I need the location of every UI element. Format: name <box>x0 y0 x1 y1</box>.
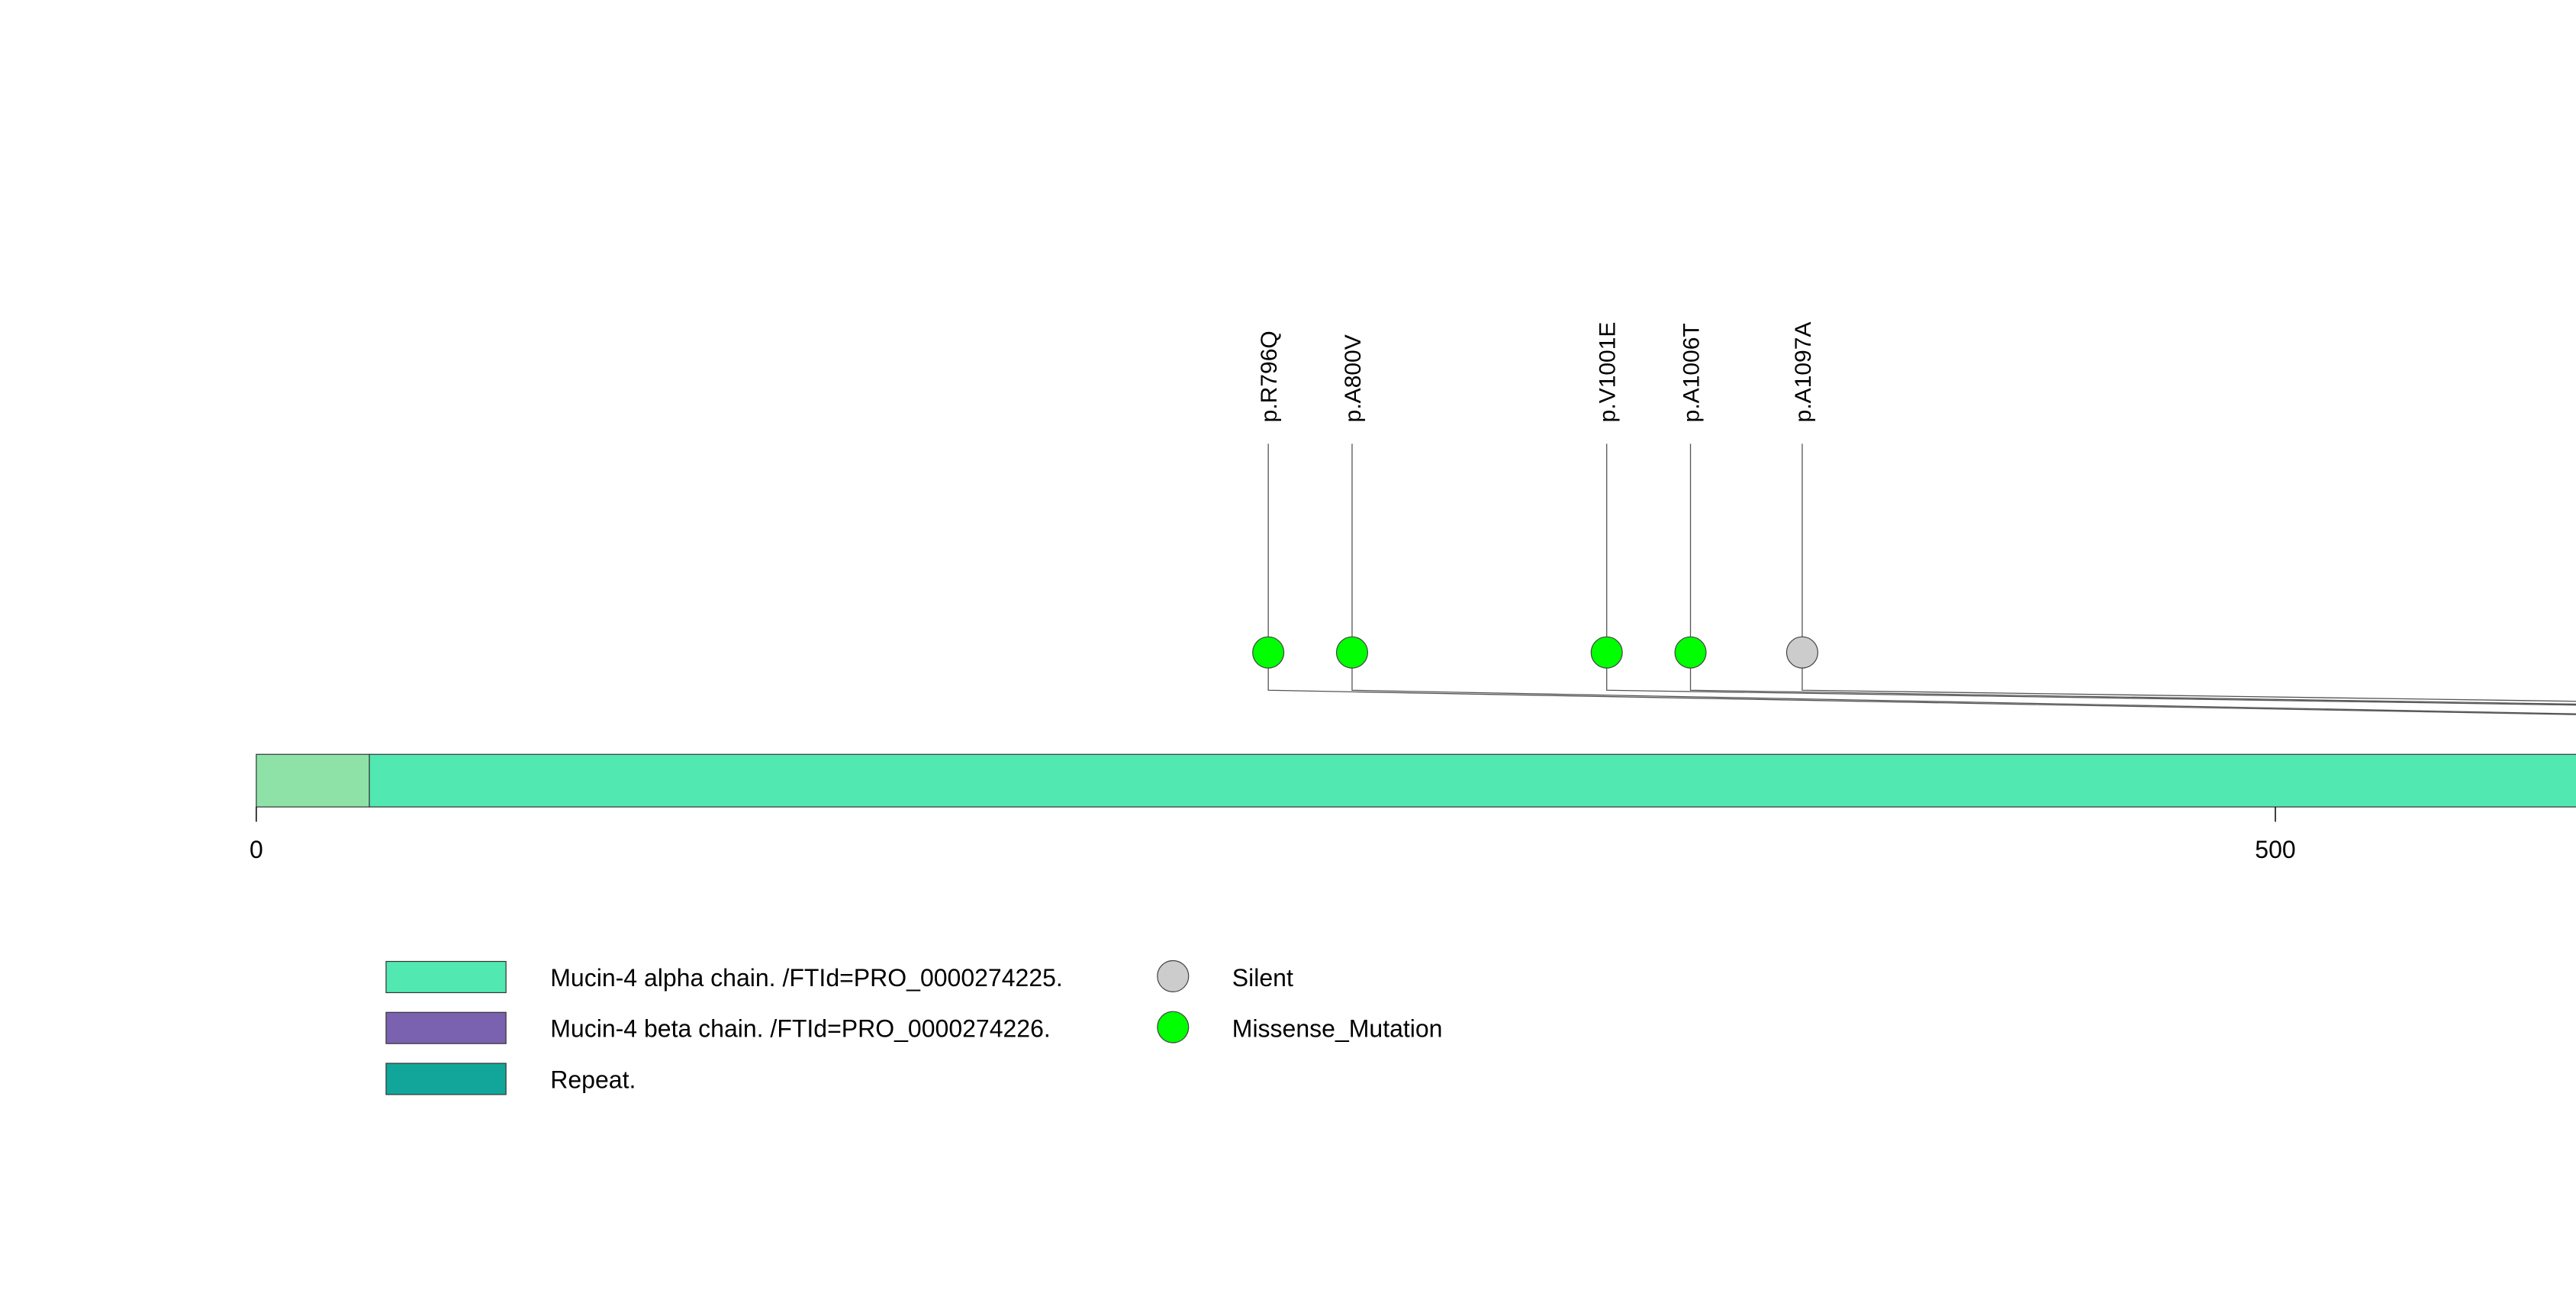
axis-tick-label: 500 <box>2255 836 2295 863</box>
mutation-label: p.A800V <box>1341 334 1366 422</box>
mutation-marker <box>1252 636 1285 669</box>
legend-label: Silent <box>1232 964 1293 992</box>
legend-swatch <box>385 1011 507 1044</box>
domain-0 <box>256 753 370 808</box>
domain-1 <box>369 753 2576 808</box>
legend-label: Mucin-4 alpha chain. /FTId=PRO_000027422… <box>550 964 1063 992</box>
legend-marker <box>1157 959 1190 992</box>
legend-swatch <box>385 1063 507 1095</box>
legend-label: Missense_Mutation <box>1232 1015 1443 1043</box>
protein-domains <box>256 753 2576 808</box>
legend-marker <box>1157 1011 1190 1043</box>
mutation-p.V1001E: p.V1001E <box>1590 322 1623 669</box>
mutation-p.A800V: p.A800V <box>1335 334 1369 669</box>
legend-swatch <box>385 960 507 994</box>
mutation-label: p.R796Q <box>1257 331 1282 422</box>
mutation-p.A1097A: p.A1097A <box>1785 322 1818 669</box>
mutation-connector <box>1351 652 2576 714</box>
mutation-label: p.V1001E <box>1596 322 1621 423</box>
mutation-label: p.A1006T <box>1679 323 1705 422</box>
mutation-connector <box>1267 652 2576 715</box>
mutation-lollipops: p.R796Qp.A800Vp.V1001Ep.A1006Tp.A1097Ap.… <box>1252 322 1818 669</box>
mutation-p.A1006T: p.A1006T <box>1674 323 1707 669</box>
axis-tick-label: 0 <box>250 836 263 863</box>
connector-lines <box>1267 652 2576 715</box>
legend-label: Repeat. <box>550 1066 636 1093</box>
mutation-marker <box>1674 636 1707 669</box>
mutation-p.R796Q: p.R796Q <box>1252 331 1285 669</box>
mutation-marker <box>1335 636 1369 669</box>
mutation-connector <box>1689 652 2576 705</box>
mutation-marker <box>1590 636 1623 669</box>
mutation-connector <box>1606 652 2576 706</box>
legend-label: Mucin-4 beta chain. /FTId=PRO_0000274226… <box>550 1015 1051 1043</box>
mutation-connector <box>1802 652 2576 702</box>
legend: Mucin-4 alpha chain. /FTId=PRO_000027422… <box>385 959 1443 1095</box>
position-axis: 0500100015002000 <box>250 807 2296 863</box>
mutation-label: p.A1097A <box>1791 322 1816 423</box>
mutation-marker <box>1785 636 1818 669</box>
